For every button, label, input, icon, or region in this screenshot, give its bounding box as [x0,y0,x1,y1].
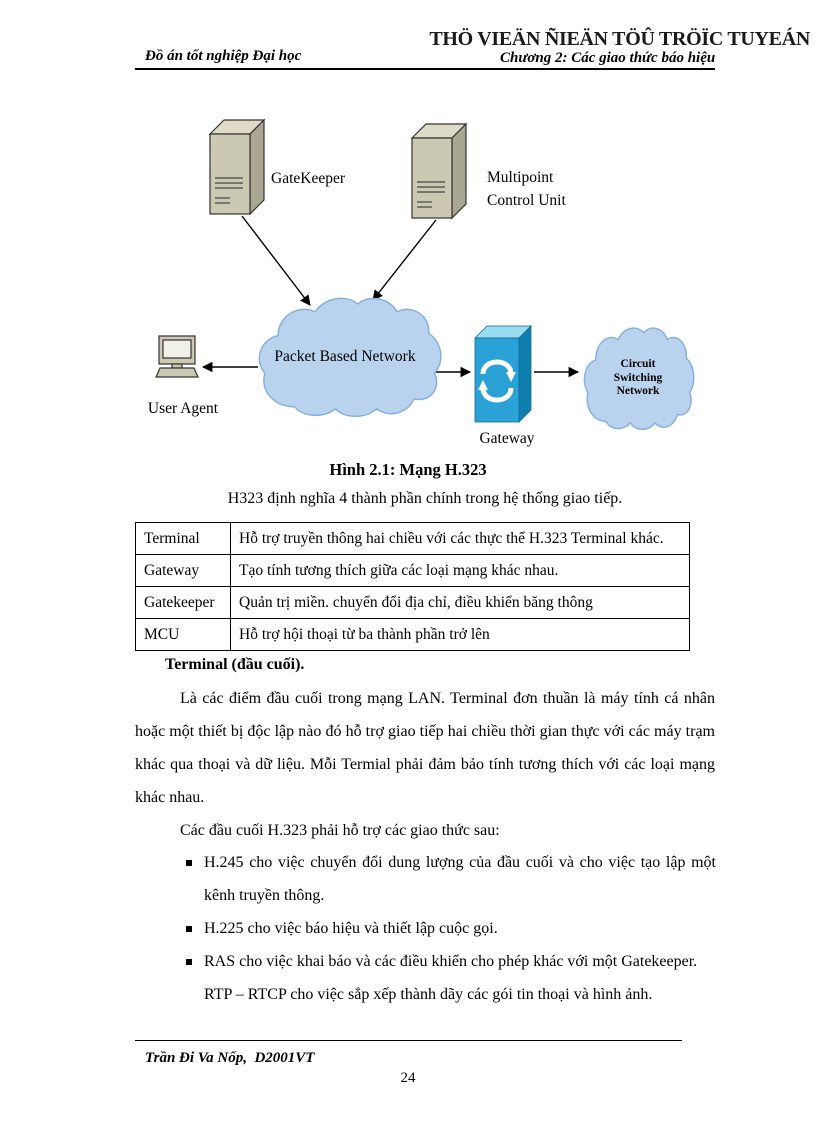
list-item: RTP – RTCP cho việc sắp xếp thành dãy cá… [186,978,716,1011]
circuit-label-line2: Switching [613,371,663,384]
h323-network-diagram [155,118,695,430]
table-cell-term: Gatekeeper [135,586,231,619]
table-cell-desc: Hỗ trợ truyền thông hai chiều với các th… [230,522,690,555]
table-cell-term: Gateway [135,554,231,587]
list-item-text: RAS cho việc khai báo và các điều khiển … [204,953,698,970]
protocol-bullet-list: H.245 cho việc chuyển đổi dung lượng của… [186,846,716,1011]
gateway-icon [474,325,532,423]
list-item-text: H.245 cho việc chuyển đổi dung lượng của… [204,854,716,904]
terminal-paragraph: Là các điểm đầu cuối trong mạng LAN. Ter… [135,690,715,806]
table-cell-desc: Tạo tính tương thích giữa các loại mạng … [230,554,690,587]
mcu-label: Multipoint Control Unit [487,166,566,212]
packet-network-label: Packet Based Network [274,348,416,365]
table-cell-term: Terminal [135,522,231,555]
figure-caption: Hình 2.1: Mạng H.323 [329,460,487,479]
page-number: 24 [400,1070,416,1086]
h323-components-table: Terminal Hỗ trợ truyền thông hai chiều v… [135,522,690,651]
section-heading: Terminal (đầu cuối). [165,656,305,673]
bullet-square-icon [186,959,192,965]
table-cell-term: MCU [135,618,231,651]
table-cell-desc: Hỗ trợ hội thoại từ ba thành phần trở lê… [230,618,690,651]
link-gatekeeper-to-network [241,215,311,306]
mcu-server-icon [410,122,468,220]
table-row: Gateway Tạo tính tương thích giữa các lo… [135,554,690,587]
bullet-square-icon [186,860,192,866]
table-row: Terminal Hỗ trợ truyền thông hai chiều v… [135,522,690,555]
table-row: MCU Hỗ trợ hội thoại từ ba thành phần tr… [135,618,690,651]
circuit-label-line1: Circuit [620,358,656,370]
footer-author: Trần Đi Va Nốp, D2001VT [145,1050,315,1066]
header-chapter-title: Chương 2: Các giao thức báo hiệu [500,50,716,66]
list-item: H.225 cho việc báo hiệu và thiết lập cuộ… [186,912,716,945]
table-row: Gatekeeper Quản trị miền. chuyển đổi địa… [135,586,690,619]
link-mcu-to-network [372,219,437,301]
header-rule [135,68,715,70]
list-item-text: H.225 cho việc báo hiệu và thiết lập cuộ… [204,920,498,937]
circuit-label-line3: Network [616,385,660,397]
list-item: H.245 cho việc chuyển đổi dung lượng của… [186,846,716,912]
intro-sentence: H323 định nghĩa 4 thành phần chính trong… [227,490,623,507]
list-item-text: RTP – RTCP cho việc sắp xếp thành dãy cá… [204,986,653,1003]
gateway-label: Gateway [479,430,535,447]
gateway-cycle-arrow-up [480,359,514,375]
header-left-title: Đồ án tốt nghiệp Đại học [145,48,302,64]
user-agent-label: User Agent [147,400,219,417]
footer-rule [135,1040,682,1041]
user-agent-computer-icon [155,335,199,378]
circuit-network-label: Circuit Switching Network [596,358,680,399]
gatekeeper-label: GateKeeper [271,170,346,187]
list-item: RAS cho việc khai báo và các điều khiển … [186,945,716,978]
gatekeeper-server-icon [208,118,266,216]
table-cell-desc: Quản trị miền. chuyển đổi địa chỉ, điều … [230,586,690,619]
mcu-label-line2: Control Unit [487,192,566,209]
bullet-square-icon [186,926,192,932]
gateway-cycle-arrow-down [480,387,514,403]
protocols-intro-paragraph: Các đầu cuối H.323 phải hỗ trợ các giao … [180,822,500,839]
mcu-label-line1: Multipoint [487,169,554,186]
library-watermark: THÖ VIEÄN ÑIEÄN TÖÛ TRÖÏC TUYEÁN [429,28,810,50]
